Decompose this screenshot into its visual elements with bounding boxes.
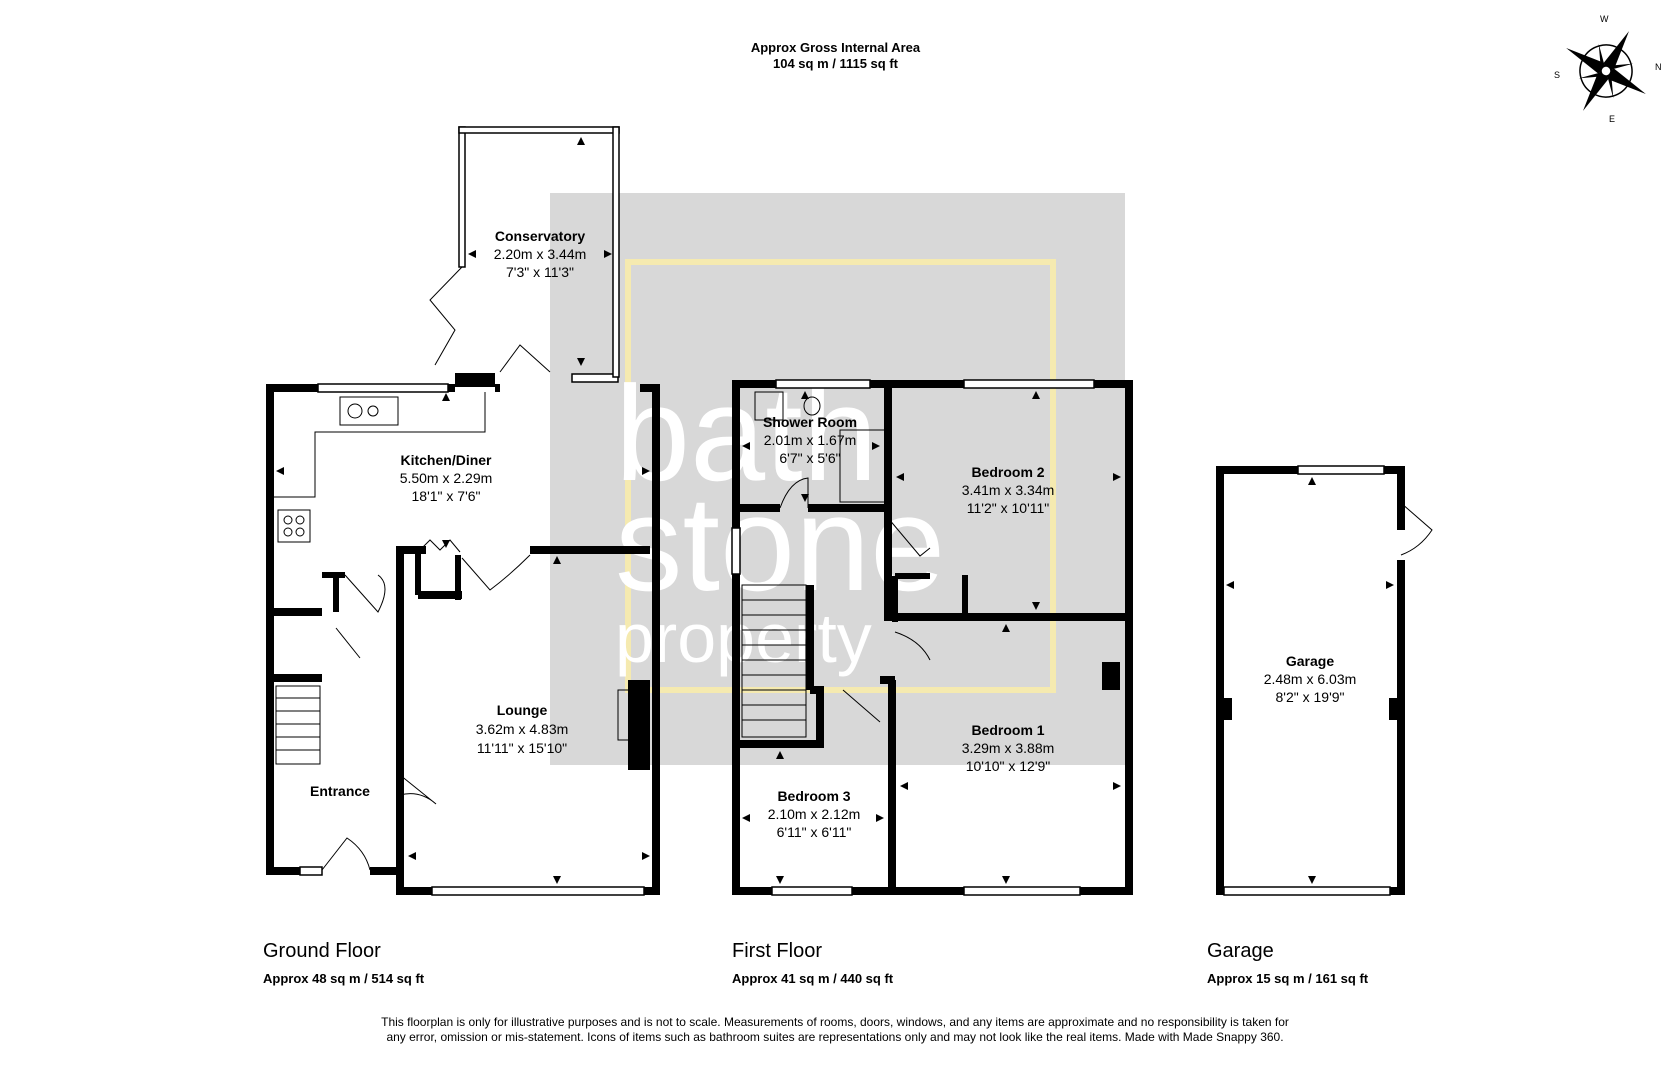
svg-text:2.01m x 1.67m: 2.01m x 1.67m — [764, 432, 857, 448]
garage-plan — [1216, 465, 1433, 896]
compass-n: N — [1655, 62, 1662, 72]
svg-text:Shower Room: Shower Room — [763, 414, 857, 430]
svg-text:5.50m x 2.29m: 5.50m x 2.29m — [400, 470, 493, 486]
svg-text:8'2" x 19'9": 8'2" x 19'9" — [1276, 689, 1345, 705]
bedroom1-label: Bedroom 1 3.29m x 3.88m 10'10" x 12'9" — [962, 722, 1055, 774]
svg-text:Entrance: Entrance — [310, 783, 370, 799]
svg-text:18'1" x 7'6": 18'1" x 7'6" — [412, 488, 481, 504]
svg-text:Kitchen/Diner: Kitchen/Diner — [400, 452, 492, 468]
compass-w: W — [1600, 14, 1609, 24]
conservatory-label: Conservatory 2.20m x 3.44m 7'3" x 11'3" — [494, 228, 587, 280]
bedroom3-label: Bedroom 3 2.10m x 2.12m 6'11" x 6'11" — [768, 788, 861, 840]
svg-text:3.41m x 3.34m: 3.41m x 3.34m — [962, 482, 1055, 498]
compass-e: E — [1609, 114, 1615, 124]
svg-text:6'7" x 5'6": 6'7" x 5'6" — [779, 450, 840, 466]
first-floor-plan — [731, 379, 1133, 896]
disclaimer-text: This floorplan is only for illustrative … — [381, 1015, 1289, 1044]
ground-floor-label: Ground Floor — [263, 940, 381, 962]
first-floor-label: First Floor — [732, 940, 822, 962]
svg-text:Bedroom 1: Bedroom 1 — [971, 722, 1044, 738]
bedroom2-label: Bedroom 2 3.41m x 3.34m 11'2" x 10'11" — [962, 464, 1055, 516]
compass-icon — [1566, 31, 1646, 111]
svg-text:Garage: Garage — [1286, 653, 1334, 669]
gross-area-title: Approx Gross Internal Area — [750, 40, 921, 55]
svg-text:3.29m x 3.88m: 3.29m x 3.88m — [962, 740, 1055, 756]
svg-text:2.20m x 3.44m: 2.20m x 3.44m — [494, 246, 587, 262]
svg-text:2.48m x 6.03m: 2.48m x 6.03m — [1264, 671, 1357, 687]
svg-text:6'11" x 6'11": 6'11" x 6'11" — [777, 824, 852, 840]
svg-text:Conservatory: Conservatory — [495, 228, 585, 244]
lounge-label: Lounge 3.62m x 4.83m 11'11" x 15'10" — [476, 702, 569, 756]
svg-text:Bedroom 3: Bedroom 3 — [777, 788, 850, 804]
gross-area-value: 104 sq m / 1115 sq ft — [772, 56, 899, 71]
entrance-label: Entrance — [310, 783, 370, 799]
svg-text:3.62m x 4.83m: 3.62m x 4.83m — [476, 721, 569, 737]
ground-floor-plan — [266, 126, 660, 896]
shower-room-label: Shower Room 2.01m x 1.67m 6'7" x 5'6" — [763, 414, 857, 466]
svg-text:11'11" x 15'10": 11'11" x 15'10" — [477, 740, 567, 756]
svg-text:Lounge: Lounge — [497, 702, 548, 718]
kitchen-label: Kitchen/Diner 5.50m x 2.29m 18'1" x 7'6" — [400, 452, 493, 504]
svg-text:2.10m x 2.12m: 2.10m x 2.12m — [768, 806, 861, 822]
garage-label: Garage 2.48m x 6.03m 8'2" x 19'9" — [1264, 653, 1357, 705]
ground-floor-area: Approx 48 sq m / 514 sq ft — [263, 971, 425, 986]
compass-s: S — [1554, 70, 1560, 80]
garage-floor-area: Approx 15 sq m / 161 sq ft — [1207, 971, 1369, 986]
garage-floor-label: Garage — [1207, 940, 1274, 962]
svg-text:7'3" x 11'3": 7'3" x 11'3" — [506, 264, 574, 280]
svg-text:Bedroom 2: Bedroom 2 — [971, 464, 1044, 480]
svg-text:11'2" x 10'11": 11'2" x 10'11" — [967, 500, 1050, 516]
first-floor-area: Approx 41 sq m / 440 sq ft — [732, 971, 894, 986]
svg-text:10'10" x 12'9": 10'10" x 12'9" — [966, 758, 1051, 774]
